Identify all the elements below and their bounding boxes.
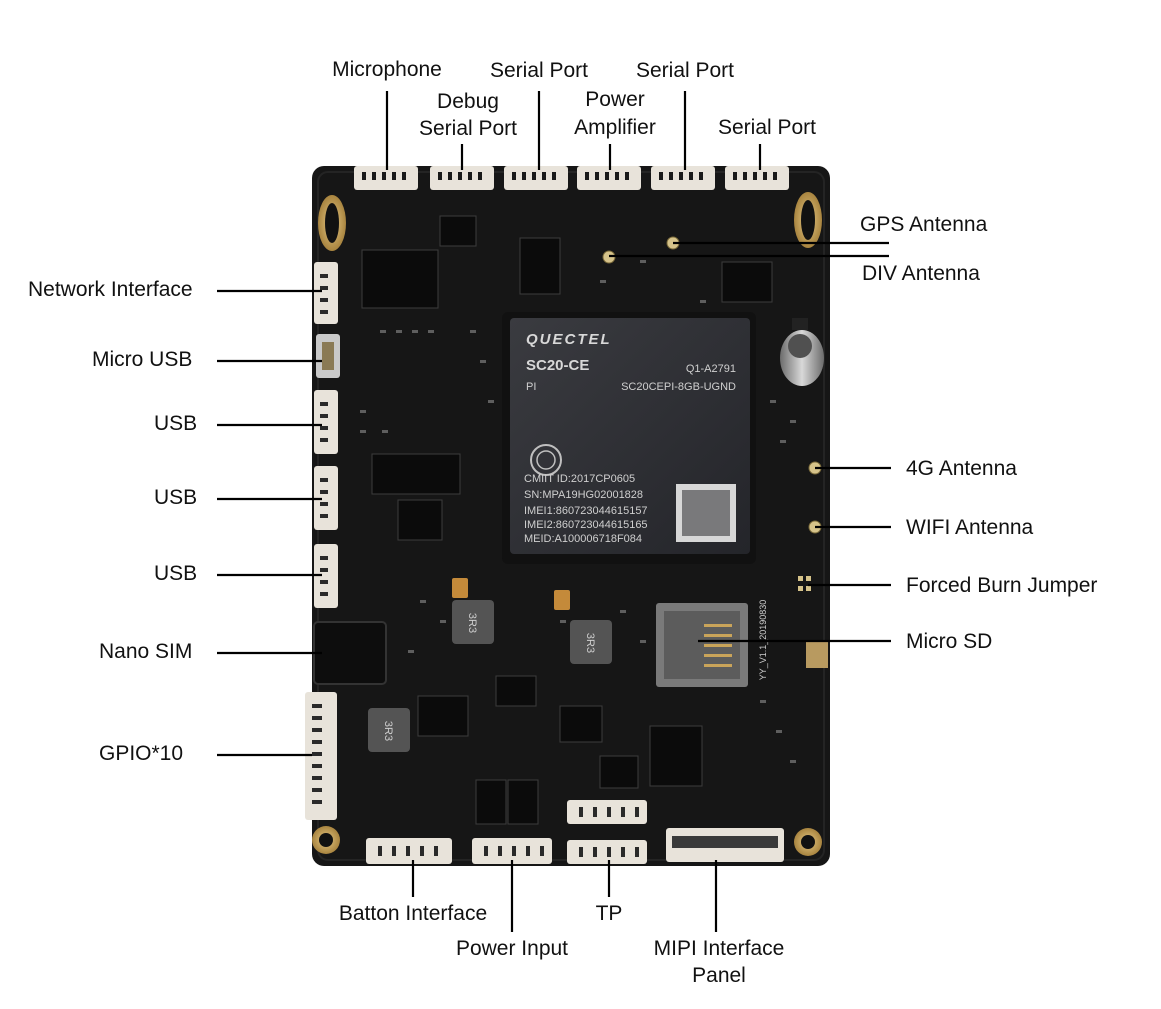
left-connectors <box>305 262 387 820</box>
label-div-antenna: DIV Antenna <box>862 262 980 285</box>
label-power-amplifier-line1: Power <box>585 88 645 111</box>
label-serial-port-b: Serial Port <box>635 59 735 82</box>
label-nano-sim: Nano SIM <box>99 640 193 663</box>
chip-imei2: IMEI2:860723044615165 <box>524 519 648 531</box>
label-serial-port-c: Serial Port <box>717 116 817 139</box>
label-mipi-interface-line1: MIPI Interface <box>653 937 785 960</box>
micro-sd-slot <box>656 603 828 687</box>
label-forced-burn-jumper: Forced Burn Jumper <box>906 574 1098 597</box>
label-mipi-interface-line2: Panel <box>692 964 746 987</box>
chip-part: SC20CEPI-8GB-UGND <box>621 381 736 393</box>
electrolytic-capacitor <box>780 318 824 386</box>
label-micro-usb: Micro USB <box>92 348 193 371</box>
chip-pi: PI <box>526 381 536 393</box>
label-micro-sd: Micro SD <box>906 630 993 653</box>
jumper-pins <box>798 576 811 591</box>
inductors <box>368 600 612 752</box>
top-connectors <box>354 166 789 190</box>
chip-cmiit: CMIIT ID:2017CP0605 <box>524 473 635 485</box>
chip-sn: SN:MPA19HG02001828 <box>524 489 643 501</box>
label-4g-antenna: 4G Antenna <box>906 457 1017 480</box>
quectel-module <box>502 312 756 564</box>
chip-code: Q1-A2791 <box>686 363 736 375</box>
label-gps-antenna: GPS Antenna <box>860 213 988 236</box>
ic-components <box>361 215 773 825</box>
chip-brand: QUECTEL <box>526 331 612 348</box>
inductor-label-2: 3R3 <box>584 633 596 653</box>
label-wifi-antenna: WIFI Antenna <box>906 516 1034 539</box>
label-batton-interface: Batton Interface <box>338 902 488 925</box>
inductor-label-1: 3R3 <box>466 613 478 633</box>
label-serial-port-a: Serial Port <box>489 59 589 82</box>
bottom-connectors <box>366 800 784 864</box>
label-power-input: Power Input <box>455 937 569 960</box>
label-usb-3: USB <box>154 562 198 585</box>
label-tp: TP <box>595 902 623 925</box>
chip-meid: MEID:A100006718F084 <box>524 533 642 545</box>
label-usb-2: USB <box>154 486 198 509</box>
tantalum-capacitors <box>452 578 570 610</box>
leader-lines <box>217 91 891 932</box>
mounting-holes <box>312 192 822 856</box>
label-usb-1: USB <box>154 412 198 435</box>
inductor-label-3: 3R3 <box>382 721 394 741</box>
chip-imei1: IMEI1:860723044615157 <box>524 505 648 517</box>
smd-parts <box>360 260 796 763</box>
label-debug-serial-port-line1: Debug <box>437 90 499 113</box>
label-debug-serial-port-line2: Serial Port <box>418 117 518 140</box>
chip-model: SC20-CE <box>526 357 589 374</box>
label-network-interface: Network Interface <box>28 278 193 301</box>
label-gpio: GPIO*10 <box>99 742 184 765</box>
label-power-amplifier-line2: Amplifier <box>574 116 656 139</box>
label-microphone: Microphone <box>332 58 442 81</box>
